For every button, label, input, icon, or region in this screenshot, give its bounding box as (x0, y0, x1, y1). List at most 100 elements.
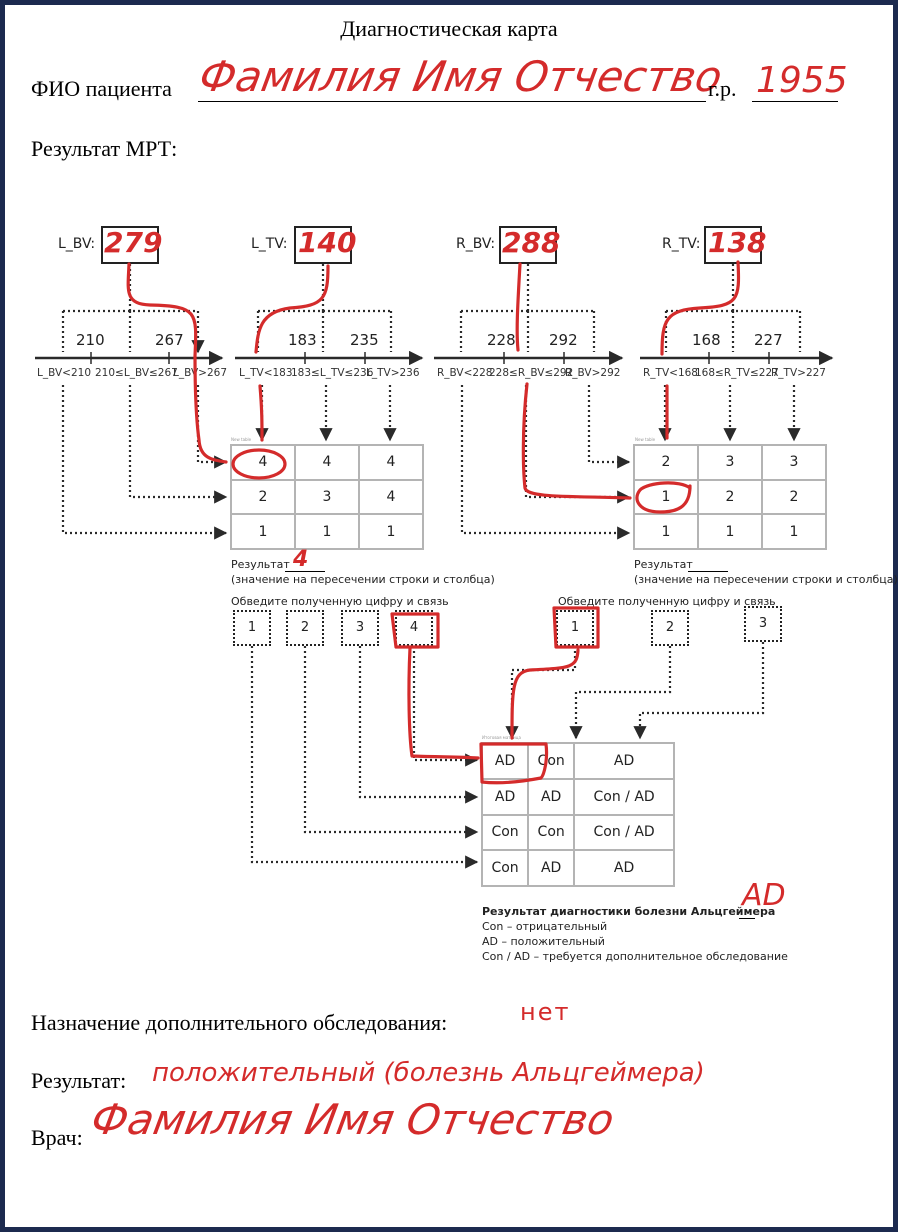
doctor-label: Врач: (31, 1125, 83, 1150)
document-title: Диагностическая карта (340, 16, 558, 41)
right-choice-3[interactable]: 3 (744, 606, 782, 642)
left-result-hint: (значение на пересечении строки и столбц… (231, 573, 495, 586)
ltv-range-2: 183≤L_TV≤236 (291, 367, 374, 379)
lbv-range-3: L_BV>267 (173, 367, 228, 379)
table-cell[interactable]: Con (480, 849, 530, 887)
right-result-hint: (значение на пересечении строки и столбц… (634, 573, 898, 586)
final-result-label: Результат диагностики болезни Альцгеймер… (482, 905, 776, 918)
legend-con-ad: Con / AD – требуется дополнительное обсл… (482, 950, 788, 963)
result-value[interactable]: положительный (болезнь Альцгеймера) (152, 1058, 705, 1088)
rbv-range-2: 228≤R_BV≤292 (489, 367, 574, 379)
rtv-label: R_TV: (662, 236, 701, 252)
rbv-label: R_BV: (456, 236, 496, 252)
legend-ad: AD – положительный (482, 935, 605, 948)
doctor-name-field[interactable]: Фамилия Имя Отчество (87, 1095, 618, 1144)
table-cell[interactable]: AD (480, 742, 530, 780)
right-table-caption: New table (635, 437, 656, 442)
ltv-label: L_TV: (251, 236, 288, 252)
lbv-threshold-1: 210 (76, 331, 105, 349)
ltv-range-3: L_TV>236 (366, 367, 420, 379)
rbv-threshold-2: 292 (549, 331, 578, 349)
birth-year-field[interactable]: 1955 (756, 60, 848, 101)
left-choice-1[interactable]: 1 (233, 610, 271, 646)
rbv-range-1: R_BV<228 (437, 367, 493, 379)
legend-con: Con – отрицательный (482, 920, 608, 933)
left-result-underline (285, 571, 325, 572)
table-cell[interactable]: 2 (230, 478, 296, 516)
table-cell[interactable]: 4 (358, 444, 424, 481)
lbv-threshold-2: 267 (155, 331, 184, 349)
right-circle-prompt: Обведите полученную цифру и связь (558, 595, 776, 608)
left-choice-3[interactable]: 3 (341, 610, 379, 646)
ltv-range-1: L_TV<183 (239, 367, 293, 379)
table-cell[interactable]: 4 (294, 444, 360, 481)
rtv-threshold-1: 168 (692, 331, 721, 349)
table-cell[interactable]: 4 (358, 478, 424, 516)
final-table-caption: Итоговая матрица (482, 735, 521, 740)
table-cell[interactable]: 1 (761, 513, 827, 550)
table-cell[interactable]: 1 (697, 513, 763, 550)
left-choice-4[interactable]: 4 (395, 610, 433, 646)
left-choice-2[interactable]: 2 (286, 610, 324, 646)
table-cell[interactable]: 1 (294, 513, 360, 550)
table-cell[interactable]: Con (527, 813, 576, 852)
right-result-underline[interactable] (688, 571, 728, 572)
final-result-value[interactable]: AD (742, 878, 786, 913)
lbv-label: L_BV: (58, 236, 96, 252)
patient-label: ФИО пациента (31, 76, 172, 101)
table-cell[interactable]: 2 (633, 444, 699, 481)
right-choice-1[interactable]: 1 (556, 610, 594, 646)
table-cell[interactable]: AD (573, 742, 675, 780)
rtv-range-1: R_TV<168 (643, 367, 698, 379)
rbv-threshold-1: 228 (487, 331, 516, 349)
table-cell[interactable]: Con / AD (573, 777, 675, 816)
extra-exam-label: Назначение дополнительного обследования: (31, 1010, 448, 1035)
extra-exam-value[interactable]: нет (520, 998, 571, 1026)
rtv-value: 138 (708, 226, 767, 259)
table-cell[interactable]: AD (480, 777, 530, 816)
table-cell[interactable]: 3 (761, 444, 827, 481)
rbv-value: 288 (502, 226, 561, 259)
table-cell[interactable]: AD (527, 777, 576, 816)
rtv-threshold-2: 227 (754, 331, 783, 349)
table-cell[interactable]: Con / AD (573, 813, 675, 852)
rtv-range-2: 168≤R_TV≤227 (695, 367, 779, 379)
table-cell[interactable]: 2 (761, 478, 827, 516)
ltv-threshold-2: 235 (350, 331, 379, 349)
table-cell[interactable]: 3 (697, 444, 763, 481)
right-result-label: Результат (634, 558, 693, 571)
result-label: Результат: (31, 1068, 127, 1093)
lbv-range-2: 210≤L_BV≤267 (95, 367, 178, 379)
ltv-value-box[interactable] (294, 226, 352, 264)
right-choice-2[interactable]: 2 (651, 610, 689, 646)
final-result-underline (739, 918, 755, 919)
table-cell[interactable]: Con (527, 742, 576, 780)
ltv-threshold-1: 183 (288, 331, 317, 349)
table-cell[interactable]: 1 (230, 513, 296, 550)
left-result-value[interactable]: 4 (293, 547, 309, 572)
rtv-range-3: R_TV>227 (771, 367, 826, 379)
left-result-label: Результат (231, 558, 290, 571)
mri-result-label: Результат МРТ: (31, 136, 178, 161)
table-cell[interactable]: 1 (633, 513, 699, 550)
lbv-range-1: L_BV<210 (37, 367, 92, 379)
left-circle-prompt: Обведите полученную цифру и связь (231, 595, 449, 608)
table-cell[interactable]: 1 (633, 478, 699, 516)
birth-year-label: г.р. (708, 76, 737, 101)
table-cell[interactable]: 4 (230, 444, 296, 481)
rbv-range-3: R_BV>292 (565, 367, 621, 379)
table-cell[interactable]: 1 (358, 513, 424, 550)
table-cell[interactable]: 3 (294, 478, 360, 516)
rbv-value-box[interactable] (499, 226, 557, 264)
table-cell[interactable]: AD (527, 849, 576, 887)
table-cell[interactable]: AD (573, 849, 675, 887)
table-cell[interactable]: 2 (697, 478, 763, 516)
table-cell[interactable]: Con (480, 813, 530, 852)
lbv-value-box[interactable] (101, 226, 159, 264)
left-table-caption: New table (231, 437, 252, 442)
patient-name-underline (198, 101, 706, 102)
patient-name-field[interactable]: Фамилия Имя Отчество (195, 52, 726, 101)
